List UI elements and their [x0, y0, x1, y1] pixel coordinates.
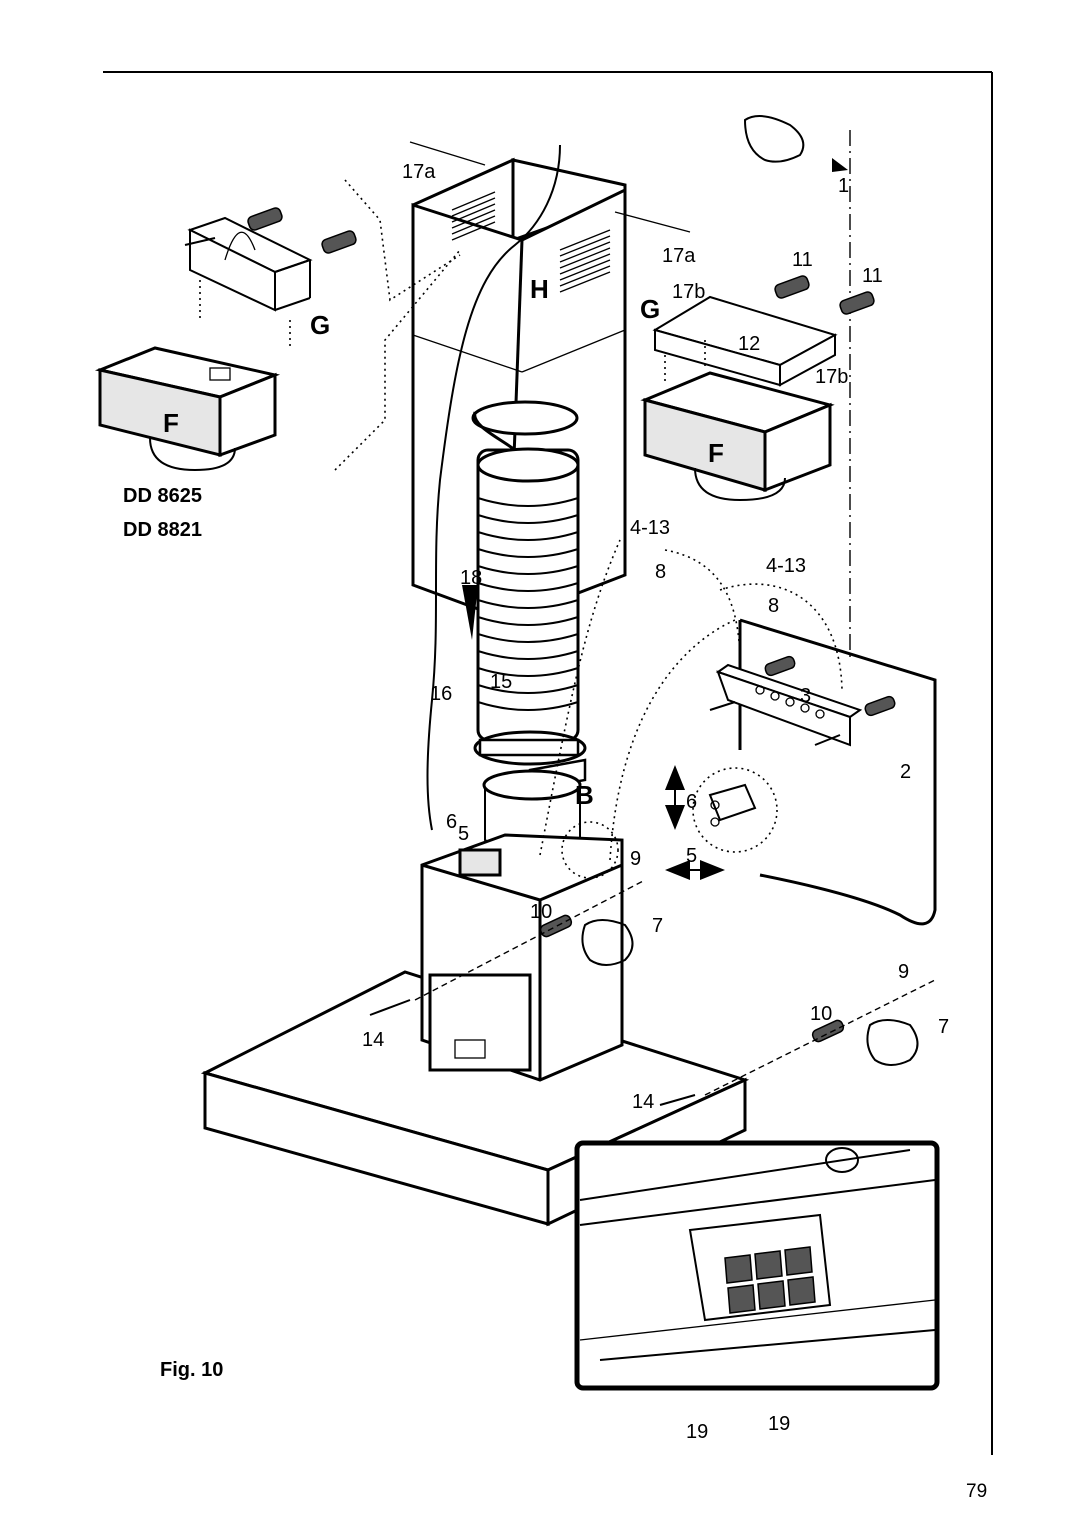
label-16: 16	[430, 683, 452, 705]
label-12: 12	[738, 333, 760, 355]
label-4-13-a: 4-13	[630, 517, 670, 539]
label-10-b: 10	[810, 1003, 832, 1025]
label-19-b: 19	[768, 1413, 790, 1435]
label-10-a: 10	[530, 901, 552, 923]
hand-marking-icon	[581, 919, 634, 966]
label-6-b: 6	[686, 791, 697, 813]
label-18: 18	[460, 567, 482, 589]
model-name-2: DD 8821	[123, 519, 202, 541]
page-number: 79	[966, 1481, 987, 1502]
flexible-duct-hose	[462, 400, 587, 856]
label-1: 1	[838, 175, 849, 197]
label-17a-right: 17a	[662, 245, 696, 267]
label-2: 2	[900, 761, 911, 783]
arrow-icon	[832, 158, 848, 172]
label-4-13-b: 4-13	[766, 555, 806, 577]
detail-circle-B	[665, 765, 778, 880]
label-G-right: G	[640, 294, 660, 324]
label-8-a: 8	[655, 561, 666, 583]
figure-label: Fig. 10	[160, 1359, 223, 1381]
part-labels: 17a 17a 17b 17b 1 11 11 12 G G H F F 4-1…	[163, 161, 949, 1443]
label-6-a: 6	[446, 811, 457, 833]
label-B: B	[575, 780, 594, 810]
right-box-F	[640, 371, 835, 502]
hand-marking-icon	[866, 1019, 919, 1066]
label-5-b: 5	[686, 845, 697, 867]
hood-canopy	[200, 821, 750, 1227]
wall-section	[715, 618, 937, 926]
label-G-left: G	[310, 310, 330, 340]
label-8-b: 8	[768, 595, 779, 617]
inset-filter-detail	[574, 1140, 940, 1391]
label-11a: 11	[792, 249, 813, 271]
label-F-left: F	[163, 408, 179, 438]
label-15: 15	[490, 671, 512, 693]
label-14-b: 14	[632, 1091, 654, 1113]
label-17b-side: 17b	[815, 366, 848, 388]
down-arrow-icon	[462, 585, 478, 640]
right-mounting-bracket-G	[652, 295, 838, 387]
left-mounting-bracket-G	[187, 216, 313, 350]
arrow-down-icon	[665, 805, 685, 830]
left-box-F	[94, 346, 281, 472]
arrow-right-icon	[700, 860, 725, 880]
label-17a-top: 17a	[402, 161, 436, 183]
label-7-b: 7	[938, 1016, 949, 1038]
hand-drill-icon	[743, 115, 805, 163]
label-7-a: 7	[652, 915, 663, 937]
arrow-up-icon	[665, 765, 685, 790]
label-9-a: 9	[630, 848, 641, 870]
label-19-a: 19	[686, 1421, 708, 1443]
arrow-left-icon	[665, 860, 690, 880]
wall-plugs	[247, 207, 896, 1043]
label-14-a: 14	[362, 1029, 384, 1051]
label-9-b: 9	[898, 961, 909, 983]
label-3: 3	[800, 685, 811, 707]
label-H: H	[530, 274, 549, 304]
label-5-a: 5	[458, 823, 469, 845]
label-11b: 11	[862, 265, 883, 287]
label-17b-top: 17b	[672, 281, 705, 303]
model-name-1: DD 8625	[123, 485, 202, 507]
label-F-right: F	[708, 438, 724, 468]
